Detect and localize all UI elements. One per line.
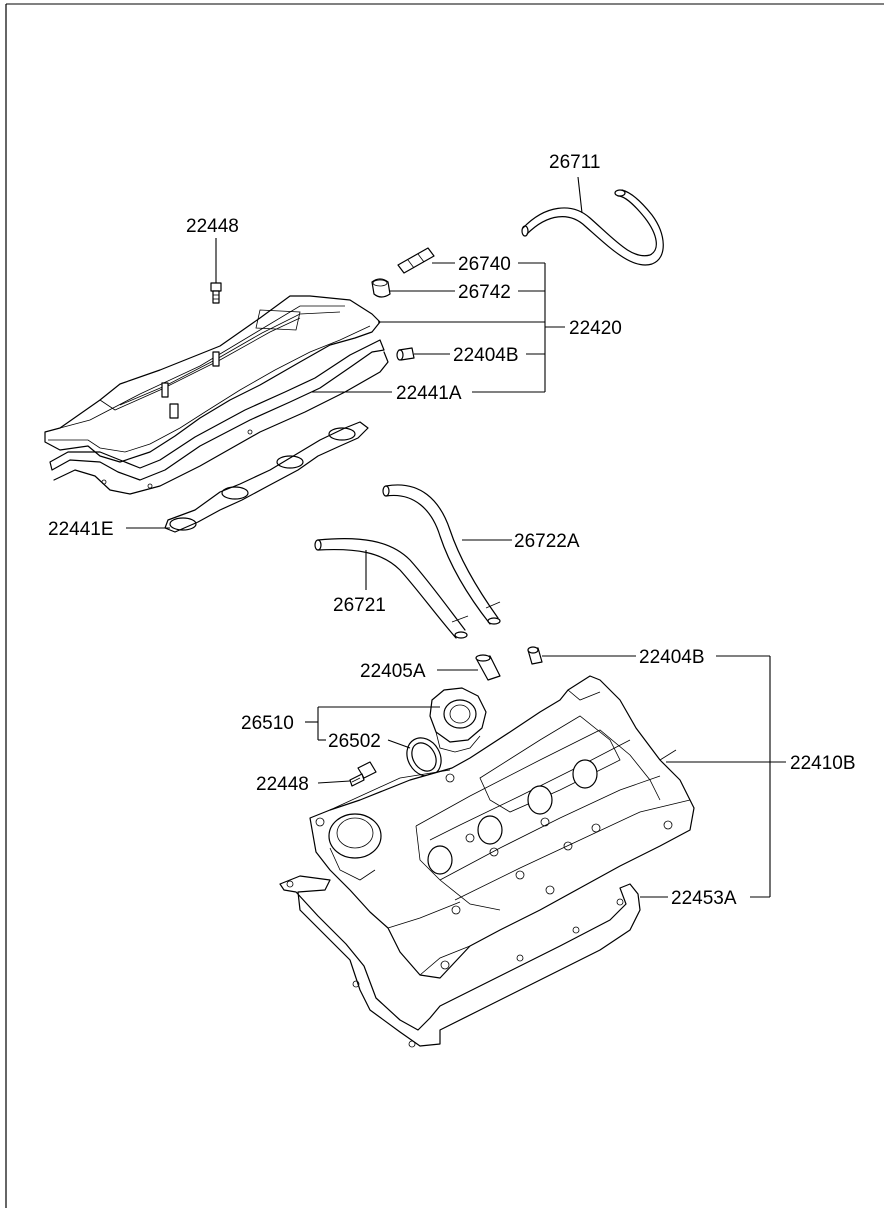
label-26740: 26740 [458, 254, 511, 275]
bolt-22448-top [210, 282, 222, 304]
label-26742: 26742 [458, 282, 511, 303]
cylinder-head-cover-22410B [309, 675, 695, 979]
ventilation-hose-26722A [382, 484, 501, 625]
cover-gasket-22441A [49, 339, 389, 495]
leader-lines [126, 176, 786, 898]
fitting-22405A [475, 654, 501, 681]
label-26721: 26721 [333, 595, 386, 616]
grommet-26742 [371, 278, 391, 298]
cylinder-head-cover-22420 [44, 295, 381, 463]
label-22410B: 22410B [790, 753, 856, 774]
label-26722A: 26722A [514, 531, 580, 552]
label-26711: 26711 [549, 152, 600, 173]
pcv-valve-22404B-bottom [527, 646, 543, 665]
plug-tube-gasket-22441E [164, 421, 369, 533]
label-26510: 26510 [241, 713, 294, 734]
label-22404B-top: 22404B [453, 345, 519, 366]
oil-filler-cap-26510 [429, 687, 487, 753]
breather-hose-26711 [521, 189, 664, 266]
ventilation-hose-26721 [314, 538, 469, 639]
pcv-fitting-26740 [397, 247, 435, 274]
label-22405A: 22405A [360, 661, 426, 682]
label-22448-bottom: 22448 [256, 774, 309, 795]
bolt-22448-bottom [349, 761, 377, 787]
label-22453A: 22453A [671, 888, 737, 909]
label-22448-top: 22448 [186, 216, 239, 237]
label-22441A: 22441A [396, 383, 462, 404]
label-22441E: 22441E [48, 519, 114, 540]
label-22404B-bottom: 22404B [639, 647, 705, 668]
pcv-valve-22404B-top [396, 347, 415, 361]
label-22420: 22420 [569, 318, 622, 339]
cover-gasket-22453A [279, 875, 641, 1048]
label-26502: 26502 [328, 731, 381, 752]
